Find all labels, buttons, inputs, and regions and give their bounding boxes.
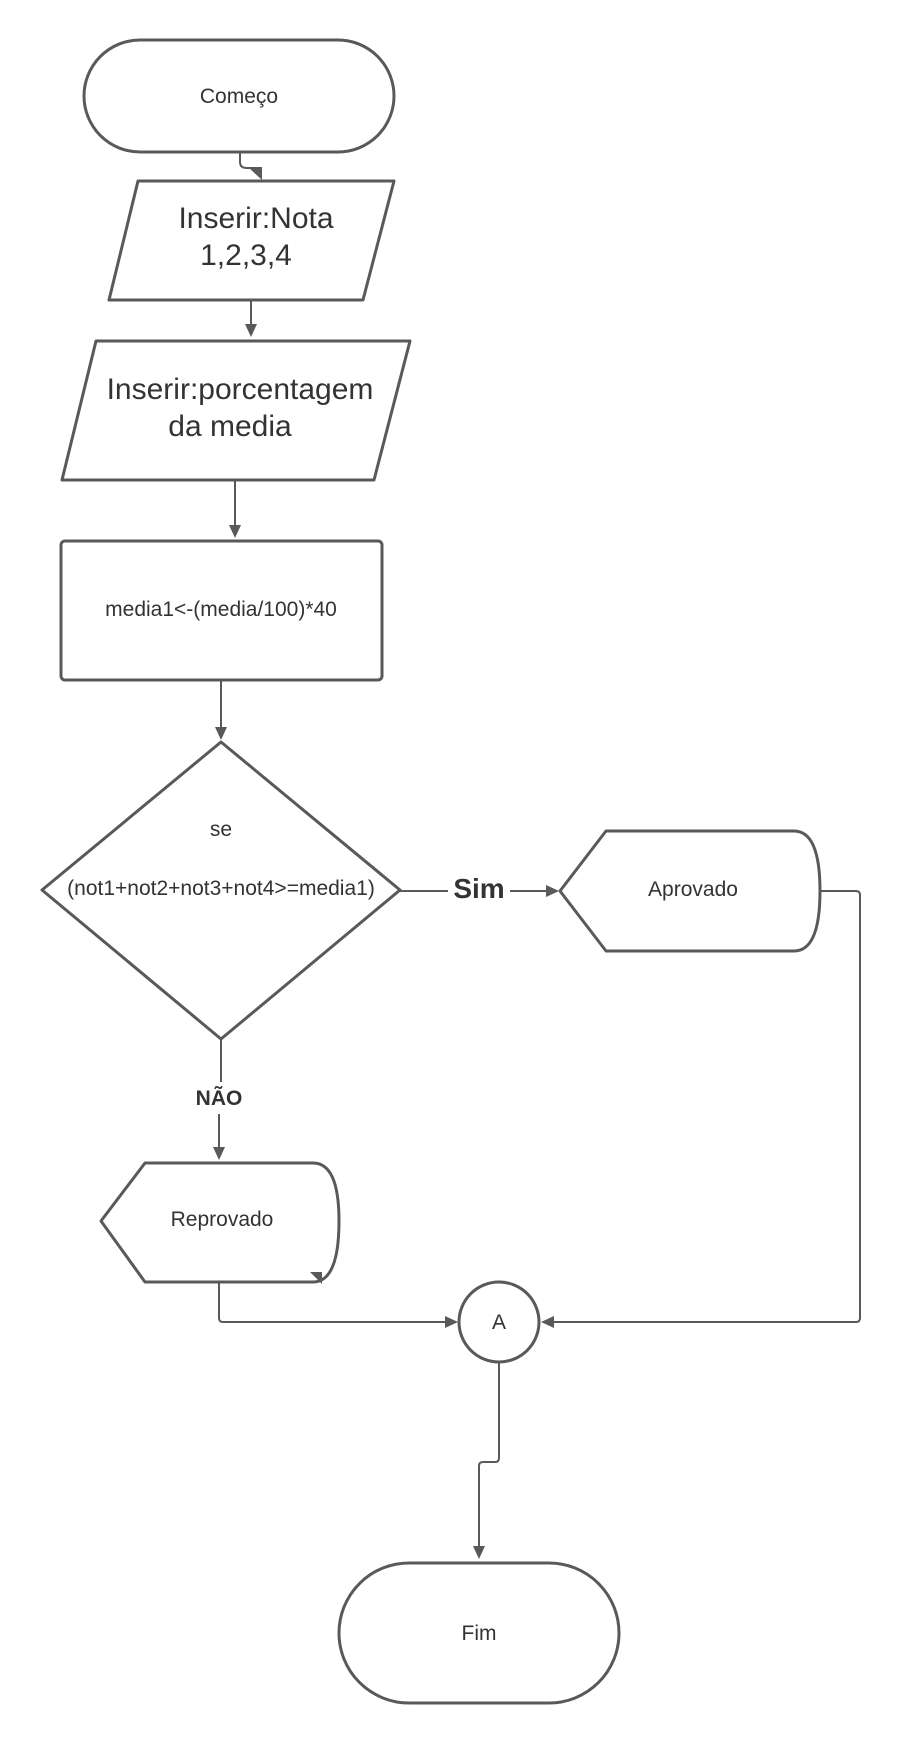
- input-notes-line1: Inserir:Nota: [178, 202, 333, 235]
- connector-a-to-end: [478, 1362, 500, 1548]
- end-label: Fim: [462, 1622, 497, 1645]
- failed-corner-marker: [310, 1272, 322, 1284]
- arrowhead-process: [229, 525, 241, 538]
- failed-label: Reprovado: [171, 1208, 274, 1231]
- arrowhead-input-notes: [248, 167, 262, 180]
- arrowhead-input-percent: [245, 324, 257, 337]
- arrowhead-failed: [213, 1147, 225, 1160]
- arrowhead-a-left: [445, 1316, 458, 1328]
- arrowhead-approved: [546, 885, 559, 897]
- approved-label: Aprovado: [648, 878, 738, 901]
- connector-approved-to-a: [554, 890, 861, 1323]
- connector-start-to-input-notes: [239, 152, 256, 170]
- input-percent-parallelogram[interactable]: [60, 339, 412, 482]
- input-notes-parallelogram[interactable]: [107, 179, 396, 302]
- no-label: NÃO: [196, 1087, 243, 1110]
- decision-line2: (not1+not2+not3+not4>=media1): [67, 877, 375, 900]
- process-label: media1<-(media/100)*40: [105, 598, 337, 621]
- arrowhead-a-right: [541, 1316, 554, 1328]
- input-notes-line2: 1,2,3,4: [200, 239, 292, 272]
- yes-label: Sim: [453, 873, 504, 904]
- end-terminator[interactable]: [337, 1561, 621, 1705]
- connector-a-label: A: [492, 1311, 506, 1334]
- arrowhead-end: [473, 1546, 485, 1559]
- input-percent-line2: da media: [168, 410, 292, 443]
- connector-failed-to-a: [218, 1282, 447, 1323]
- input-percent-line1: Inserir:porcentagem: [107, 373, 374, 406]
- start-label: Começo: [200, 85, 278, 108]
- arrowhead-decision: [215, 727, 227, 740]
- decision-line1: se: [210, 818, 232, 841]
